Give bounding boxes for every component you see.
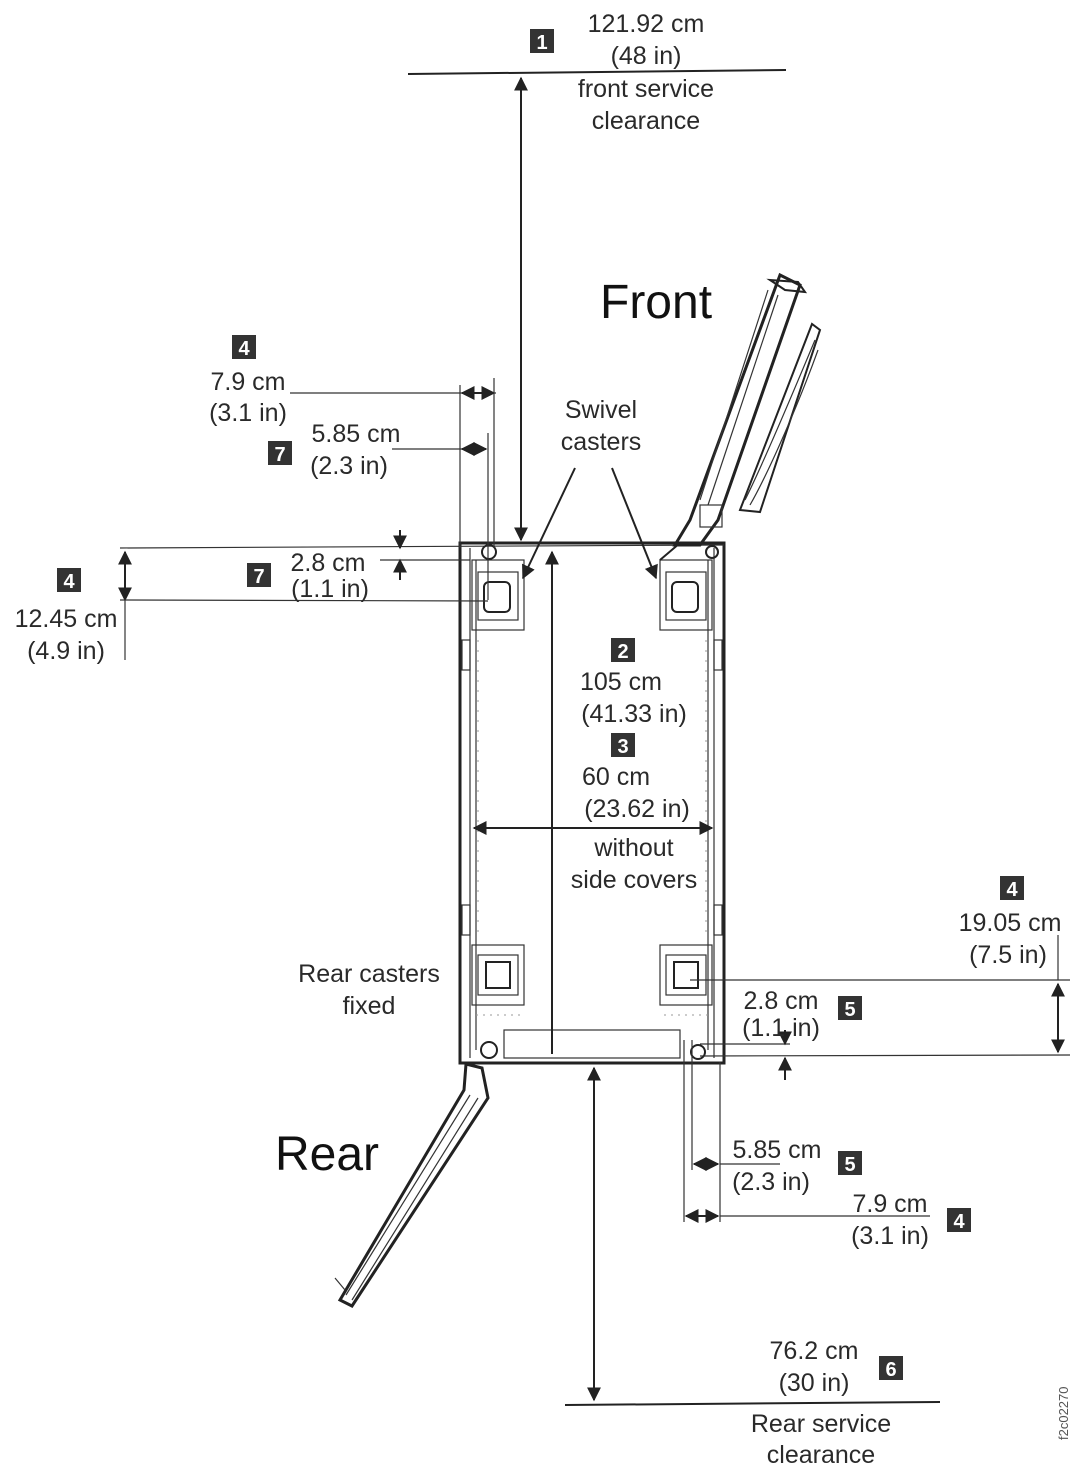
swivel-casters-label: Swivel casters	[561, 396, 642, 456]
svg-text:121.92 cm: 121.92 cm	[588, 10, 705, 38]
svg-text:(2.3 in): (2.3 in)	[732, 1168, 810, 1196]
swivel-pointer-right	[611, 467, 658, 580]
svg-text:5: 5	[844, 1154, 855, 1176]
svg-text:(30 in): (30 in)	[779, 1369, 850, 1397]
callout-2: 2 105 cm (41.33 in)	[580, 638, 687, 728]
front-clearance-line	[407, 69, 787, 75]
rear-clearance-line	[564, 1401, 941, 1406]
svg-text:(1.1 in): (1.1 in)	[742, 1014, 820, 1042]
svg-text:6: 6	[885, 1359, 896, 1381]
callout-4-bottom: 4 7.9 cm (3.1 in)	[851, 1190, 971, 1250]
svg-text:7: 7	[274, 444, 285, 466]
rear-door-open	[334, 1062, 490, 1308]
svg-text:(7.5 in): (7.5 in)	[969, 941, 1047, 969]
svg-text:7.9 cm: 7.9 cm	[852, 1190, 927, 1218]
svg-text:5.85 cm: 5.85 cm	[312, 420, 401, 448]
svg-text:casters: casters	[561, 428, 642, 456]
front-right-swivel-caster	[659, 542, 719, 631]
front-left-swivel-caster	[471, 544, 525, 631]
callout-3: 3 60 cm (23.62 in) without side covers	[571, 733, 697, 894]
svg-text:(2.3 in): (2.3 in)	[310, 452, 388, 480]
front-door-open	[672, 272, 822, 547]
svg-text:4: 4	[63, 571, 75, 593]
svg-text:Rear casters: Rear casters	[298, 960, 440, 988]
swivel-pointer-left	[522, 467, 576, 580]
svg-text:Rear service: Rear service	[751, 1410, 891, 1438]
svg-text:2.8 cm: 2.8 cm	[290, 549, 365, 577]
callout-7-left: 7 2.8 cm (1.1 in)	[247, 549, 369, 603]
svg-text:2.8 cm: 2.8 cm	[743, 987, 818, 1015]
rear-casters-label: Rear casters fixed	[298, 960, 440, 1020]
svg-text:19.05 cm: 19.05 cm	[959, 909, 1062, 937]
svg-text:7: 7	[253, 566, 264, 588]
svg-text:12.45 cm: 12.45 cm	[15, 605, 118, 633]
callout-1: 1 121.92 cm (48 in) front service cleara…	[530, 10, 714, 135]
svg-text:4: 4	[1006, 879, 1018, 901]
svg-text:1: 1	[536, 32, 547, 54]
callout-4-left: 4 12.45 cm (4.9 in)	[15, 568, 118, 665]
callout-4-right: 4 19.05 cm (7.5 in)	[959, 876, 1062, 969]
svg-text:4: 4	[953, 1211, 965, 1233]
rear-right-fixed-caster	[659, 944, 713, 1060]
svg-text:(3.1 in): (3.1 in)	[209, 399, 287, 427]
callout-6: 6 76.2 cm (30 in) Rear service clearance	[751, 1337, 903, 1469]
svg-text:clearance: clearance	[767, 1441, 875, 1469]
svg-text:clearance: clearance	[592, 107, 700, 135]
front-label: Front	[600, 276, 712, 329]
callout-5-right: 5 2.8 cm (1.1 in)	[742, 987, 862, 1042]
svg-text:3: 3	[617, 736, 628, 758]
svg-text:(3.1 in): (3.1 in)	[851, 1222, 929, 1250]
rear-label: Rear	[275, 1128, 379, 1181]
svg-text:side covers: side covers	[571, 866, 697, 894]
svg-text:2: 2	[617, 641, 628, 663]
svg-text:Swivel: Swivel	[565, 396, 637, 424]
svg-text:105 cm: 105 cm	[580, 668, 662, 696]
svg-text:(1.1 in): (1.1 in)	[291, 575, 369, 603]
rear-left-fixed-caster	[471, 944, 525, 1059]
svg-text:fixed: fixed	[343, 992, 396, 1020]
svg-text:5.85 cm: 5.85 cm	[733, 1136, 822, 1164]
svg-text:(23.62 in): (23.62 in)	[584, 795, 690, 823]
svg-text:76.2 cm: 76.2 cm	[770, 1337, 859, 1365]
svg-text:(4.9 in): (4.9 in)	[27, 637, 105, 665]
figure-id: f2c02270	[1056, 1387, 1071, 1441]
svg-text:front service: front service	[578, 75, 714, 103]
svg-text:(48 in): (48 in)	[611, 42, 682, 70]
callout-4-top: 4 7.9 cm (3.1 in)	[209, 335, 287, 427]
callout-7-top: 7 5.85 cm (2.3 in)	[268, 420, 400, 480]
svg-text:7.9 cm: 7.9 cm	[210, 368, 285, 396]
svg-text:4: 4	[238, 338, 250, 360]
svg-text:5: 5	[844, 999, 855, 1021]
svg-text:(41.33 in): (41.33 in)	[581, 700, 687, 728]
callout-5-bottom: 5 5.85 cm (2.3 in)	[732, 1136, 862, 1196]
rack-frame	[119, 541, 726, 1065]
svg-text:60 cm: 60 cm	[582, 763, 650, 791]
svg-text:without: without	[593, 834, 673, 862]
